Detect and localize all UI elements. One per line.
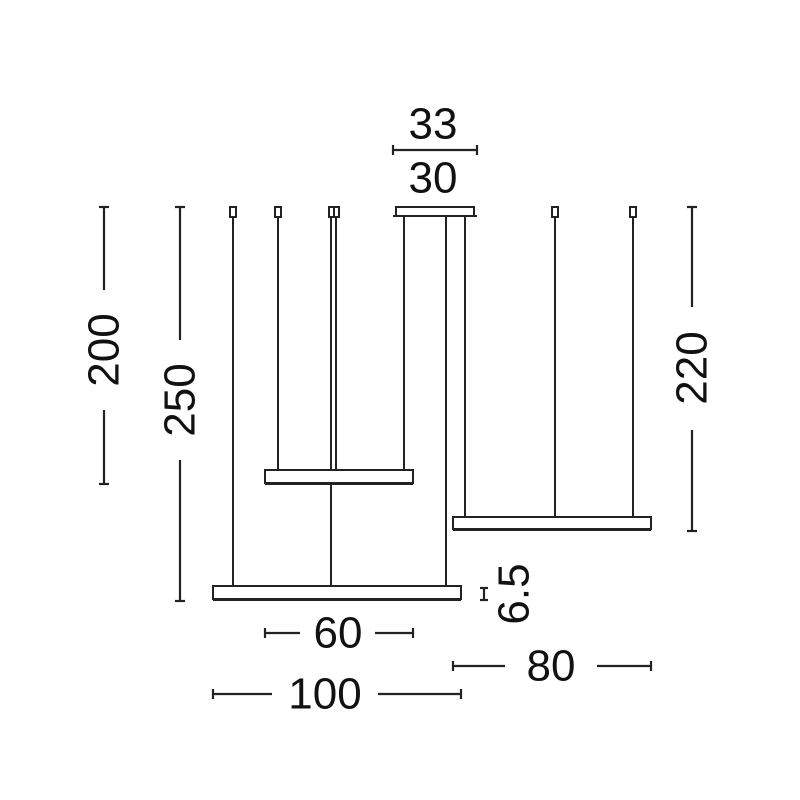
dim-canopy-outer: 33: [409, 100, 458, 149]
dim-diameter-80: 80: [527, 642, 576, 691]
ring-small: [264, 469, 414, 485]
dim-height-220: 220: [668, 331, 717, 404]
dim-line-80: [451, 661, 653, 671]
dim-line-200: [99, 205, 109, 486]
dim-thickness: 6.5: [490, 563, 539, 624]
suspension-cables: [232, 216, 634, 586]
dim-line-100: [211, 689, 463, 699]
dim-line-thickness: [480, 586, 488, 602]
dim-canopy-inner: 30: [409, 154, 458, 203]
dim-diameter-100: 100: [288, 670, 361, 719]
dim-height-250: 250: [156, 363, 205, 436]
dim-line-220: [687, 205, 697, 533]
cable-anchors: [229, 206, 637, 218]
dim-line-60: [263, 628, 415, 638]
ring-medium: [452, 516, 652, 531]
dim-height-200: 200: [80, 313, 129, 386]
canopy: [393, 206, 477, 217]
dim-line-250: [175, 205, 185, 603]
ring-large: [212, 585, 462, 601]
dim-diameter-60: 60: [314, 609, 363, 658]
